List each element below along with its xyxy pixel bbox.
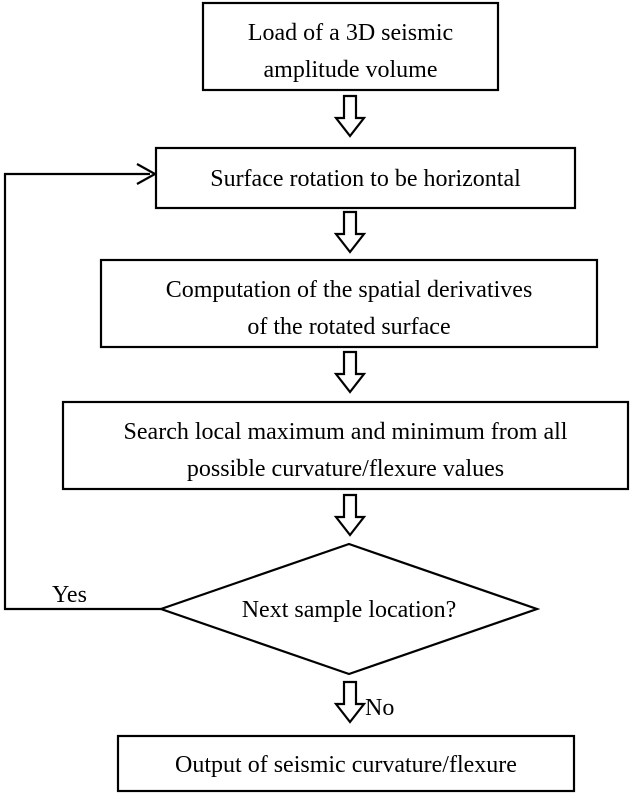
flow-arrow-2 [333, 210, 367, 254]
surface-rotation-step: Surface rotation to be horizontal [154, 146, 577, 210]
output-text: Output of seismic curvature/flexure [175, 752, 517, 778]
flow-arrow-1 [333, 94, 367, 138]
surface-rotation-box [154, 146, 577, 210]
yes-loop-connector: Yes [3, 163, 161, 611]
flow-arrow-no [333, 680, 367, 724]
yes-label: Yes [52, 582, 87, 608]
yes-loop-arrowhead [136, 163, 158, 185]
next-sample-decision: Next sample location? [157, 542, 541, 676]
output-box [116, 734, 576, 793]
load-volume-step: Load of a 3D seismic amplitude volume [201, 1, 500, 92]
yes-loop-line [3, 172, 161, 611]
load-volume-text-line1: Load of a 3D seismic [248, 20, 453, 46]
spatial-derivatives-step: Computation of the spatial derivatives o… [99, 258, 599, 349]
search-extrema-text-line1: Search local maximum and minimum from al… [124, 419, 568, 445]
flow-arrow-4 [333, 493, 367, 537]
spatial-derivatives-text-line1: Computation of the spatial derivatives [166, 277, 533, 303]
spatial-derivatives-box [99, 258, 599, 349]
search-extrema-text-line2: possible curvature/flexure values [187, 456, 504, 482]
output-step: Output of seismic curvature/flexure [116, 734, 576, 793]
next-sample-decision-diamond [157, 542, 541, 676]
load-volume-box [201, 1, 500, 92]
surface-rotation-text: Surface rotation to be horizontal [210, 166, 521, 192]
next-sample-decision-text: Next sample location? [242, 597, 457, 623]
flow-arrow-3 [333, 350, 367, 394]
search-extrema-box [61, 400, 630, 491]
no-label: No [365, 695, 394, 721]
load-volume-text-line2: amplitude volume [264, 57, 438, 83]
spatial-derivatives-text-line2: of the rotated surface [247, 314, 450, 340]
search-extrema-step: Search local maximum and minimum from al… [61, 400, 630, 491]
